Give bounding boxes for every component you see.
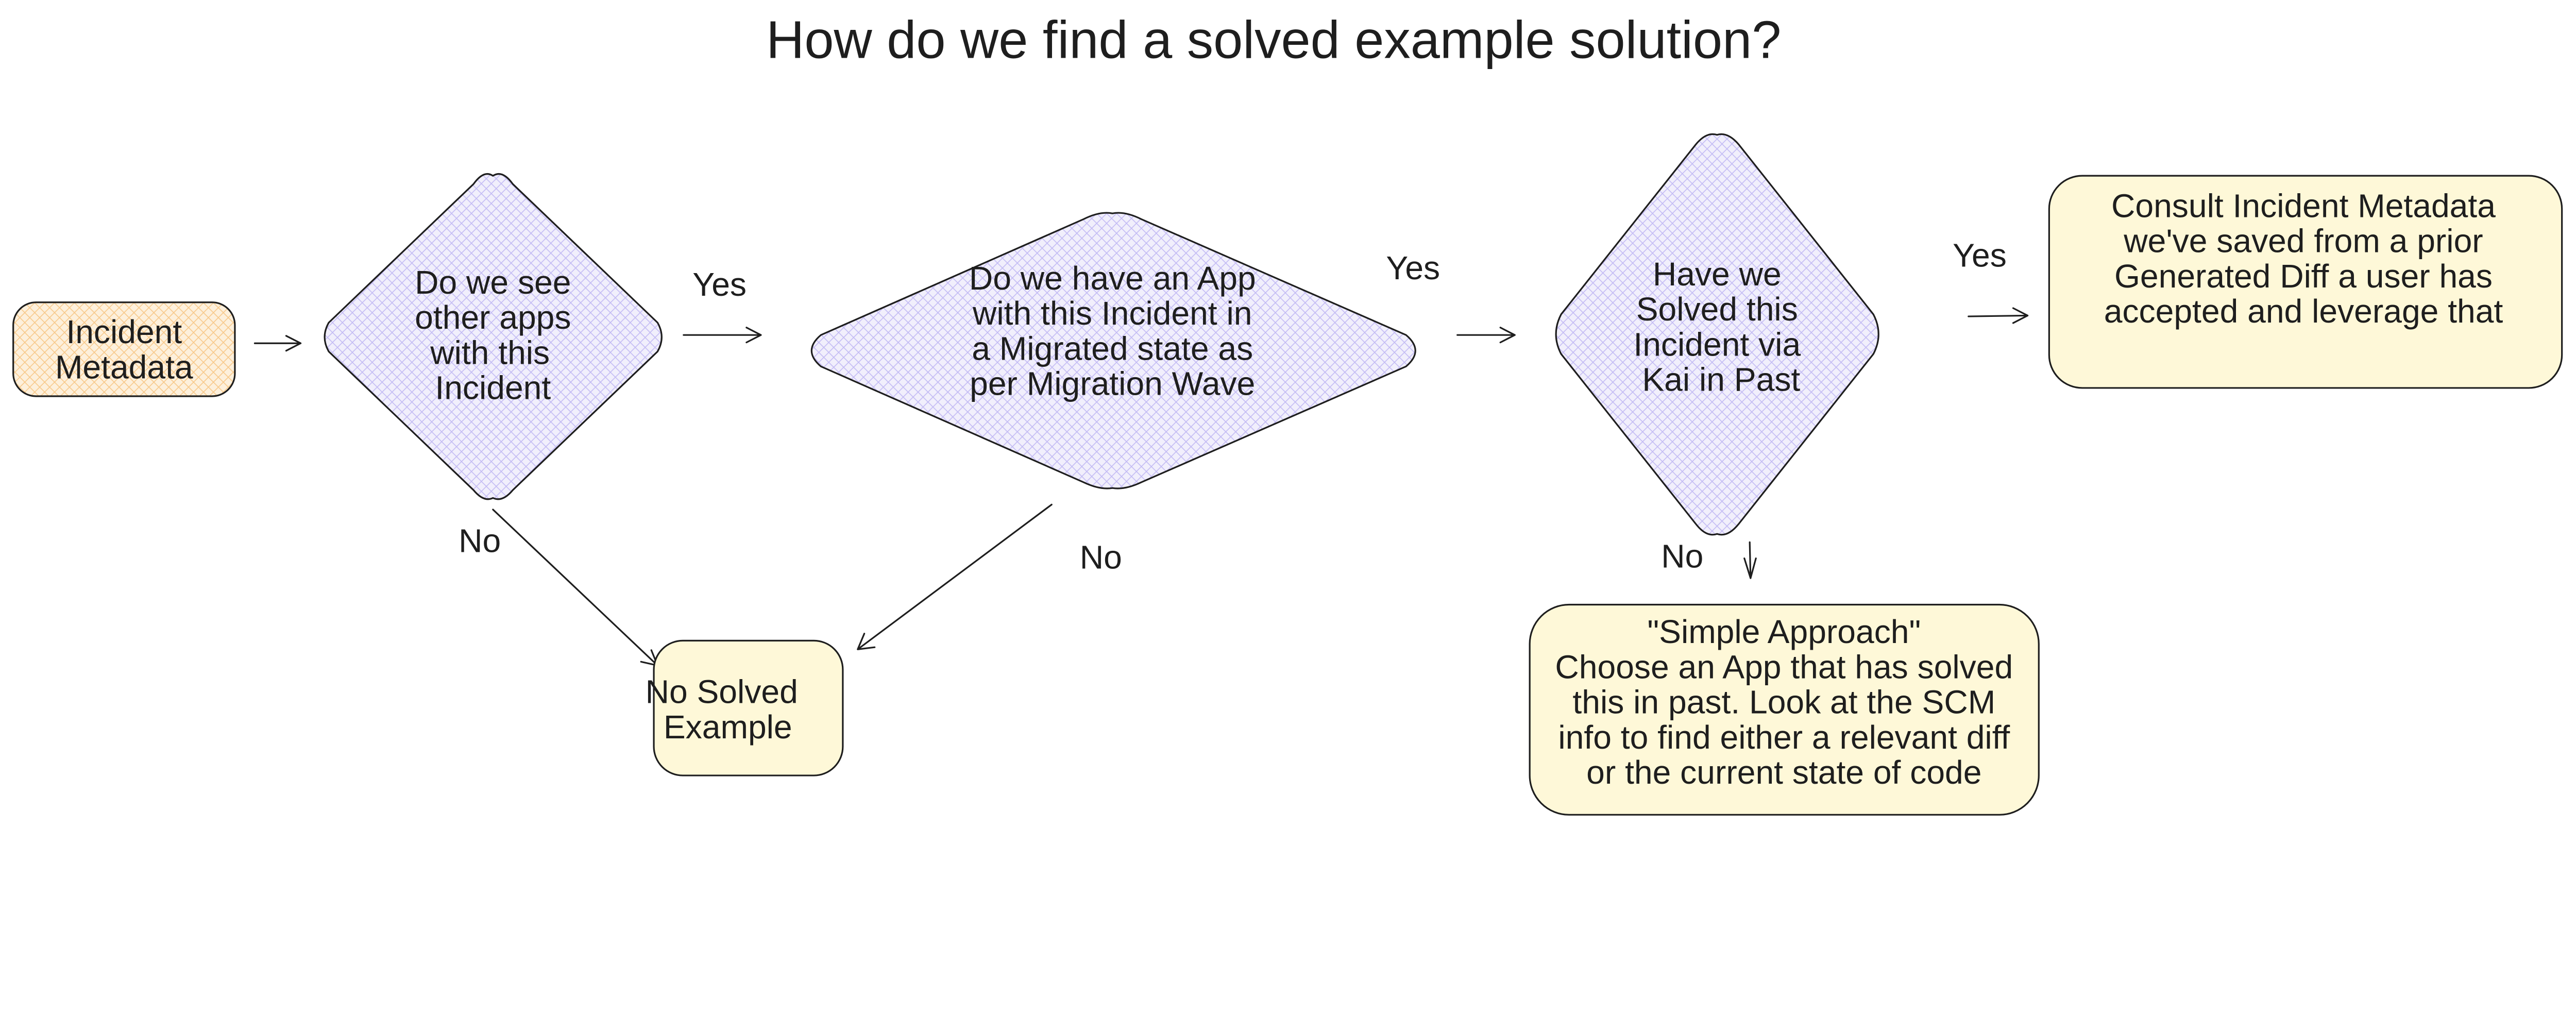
arrow-d2-yes xyxy=(1456,327,1516,344)
node-label: accepted and leverage that xyxy=(2104,293,2503,330)
node-label: with this Incident in xyxy=(972,295,1252,332)
edge-label-yes: Yes xyxy=(1386,249,1440,286)
edge-label-no: No xyxy=(459,522,501,560)
arrow-start-to-d1 xyxy=(253,335,302,352)
flowchart: How do we find a solved example solution… xyxy=(12,10,2563,816)
node-label: Incident xyxy=(435,369,551,407)
node-label: Kai in Past xyxy=(1642,361,1800,398)
diagram-title: How do we find a solved example solution… xyxy=(766,10,1781,69)
edge-label-no: No xyxy=(1080,539,1122,576)
node-label: Generated Diff a user has xyxy=(2114,258,2493,295)
arrow-d1-no xyxy=(492,509,658,667)
consult-metadata-node: Consult Incident Metadata we've saved fr… xyxy=(2048,175,2563,389)
edge-label-yes: Yes xyxy=(692,266,747,303)
incident-metadata-node: Incident Metadata xyxy=(12,301,236,397)
edge-label-yes: Yes xyxy=(1953,237,2007,274)
node-label: Have we xyxy=(1653,256,1782,293)
node-label: Metadata xyxy=(55,348,193,385)
node-label: info to find either a relevant diff xyxy=(1558,719,2010,756)
node-label: Do we see xyxy=(415,264,571,301)
node-label: this in past. Look at the SCM xyxy=(1572,684,1995,721)
node-label: per Migration Wave xyxy=(970,365,1255,402)
node-label: Consult Incident Metadata xyxy=(2111,187,2496,224)
node-label: Do we have an App xyxy=(969,260,1256,297)
edge-label-no: No xyxy=(1661,537,1703,574)
node-label: or the current state of code xyxy=(1586,754,1981,791)
node-label: Incident xyxy=(66,313,182,350)
node-label: Choose an App that has solved xyxy=(1555,648,2013,685)
node-label: No Solved xyxy=(646,673,798,711)
arrow-d3-no xyxy=(1743,541,1757,579)
decision-other-apps: Do we see other apps with this Incident xyxy=(324,173,663,500)
node-label: Incident via xyxy=(1633,326,1801,363)
arrow-d1-yes xyxy=(683,327,762,344)
arrow-d2-no xyxy=(857,503,1053,650)
node-label: Example xyxy=(664,708,792,746)
no-solved-example-node: No Solved Example xyxy=(646,639,844,776)
node-label: Solved this xyxy=(1636,291,1798,328)
decision-migrated-app: Do we have an App with this Incident in … xyxy=(810,212,1416,489)
node-label: a Migrated state as xyxy=(972,330,1253,367)
simple-approach-node: "Simple Approach" Choose an App that has… xyxy=(1529,603,2040,816)
node-label: we've saved from a prior xyxy=(2123,223,2483,260)
decision-solved-via-kai: Have we Solved this Incident via Kai in … xyxy=(1555,133,1879,536)
node-label: "Simple Approach" xyxy=(1647,613,1921,650)
node-label: with this xyxy=(430,334,550,371)
arrow-d3-yes xyxy=(1968,307,2029,324)
node-label: other apps xyxy=(415,299,571,336)
